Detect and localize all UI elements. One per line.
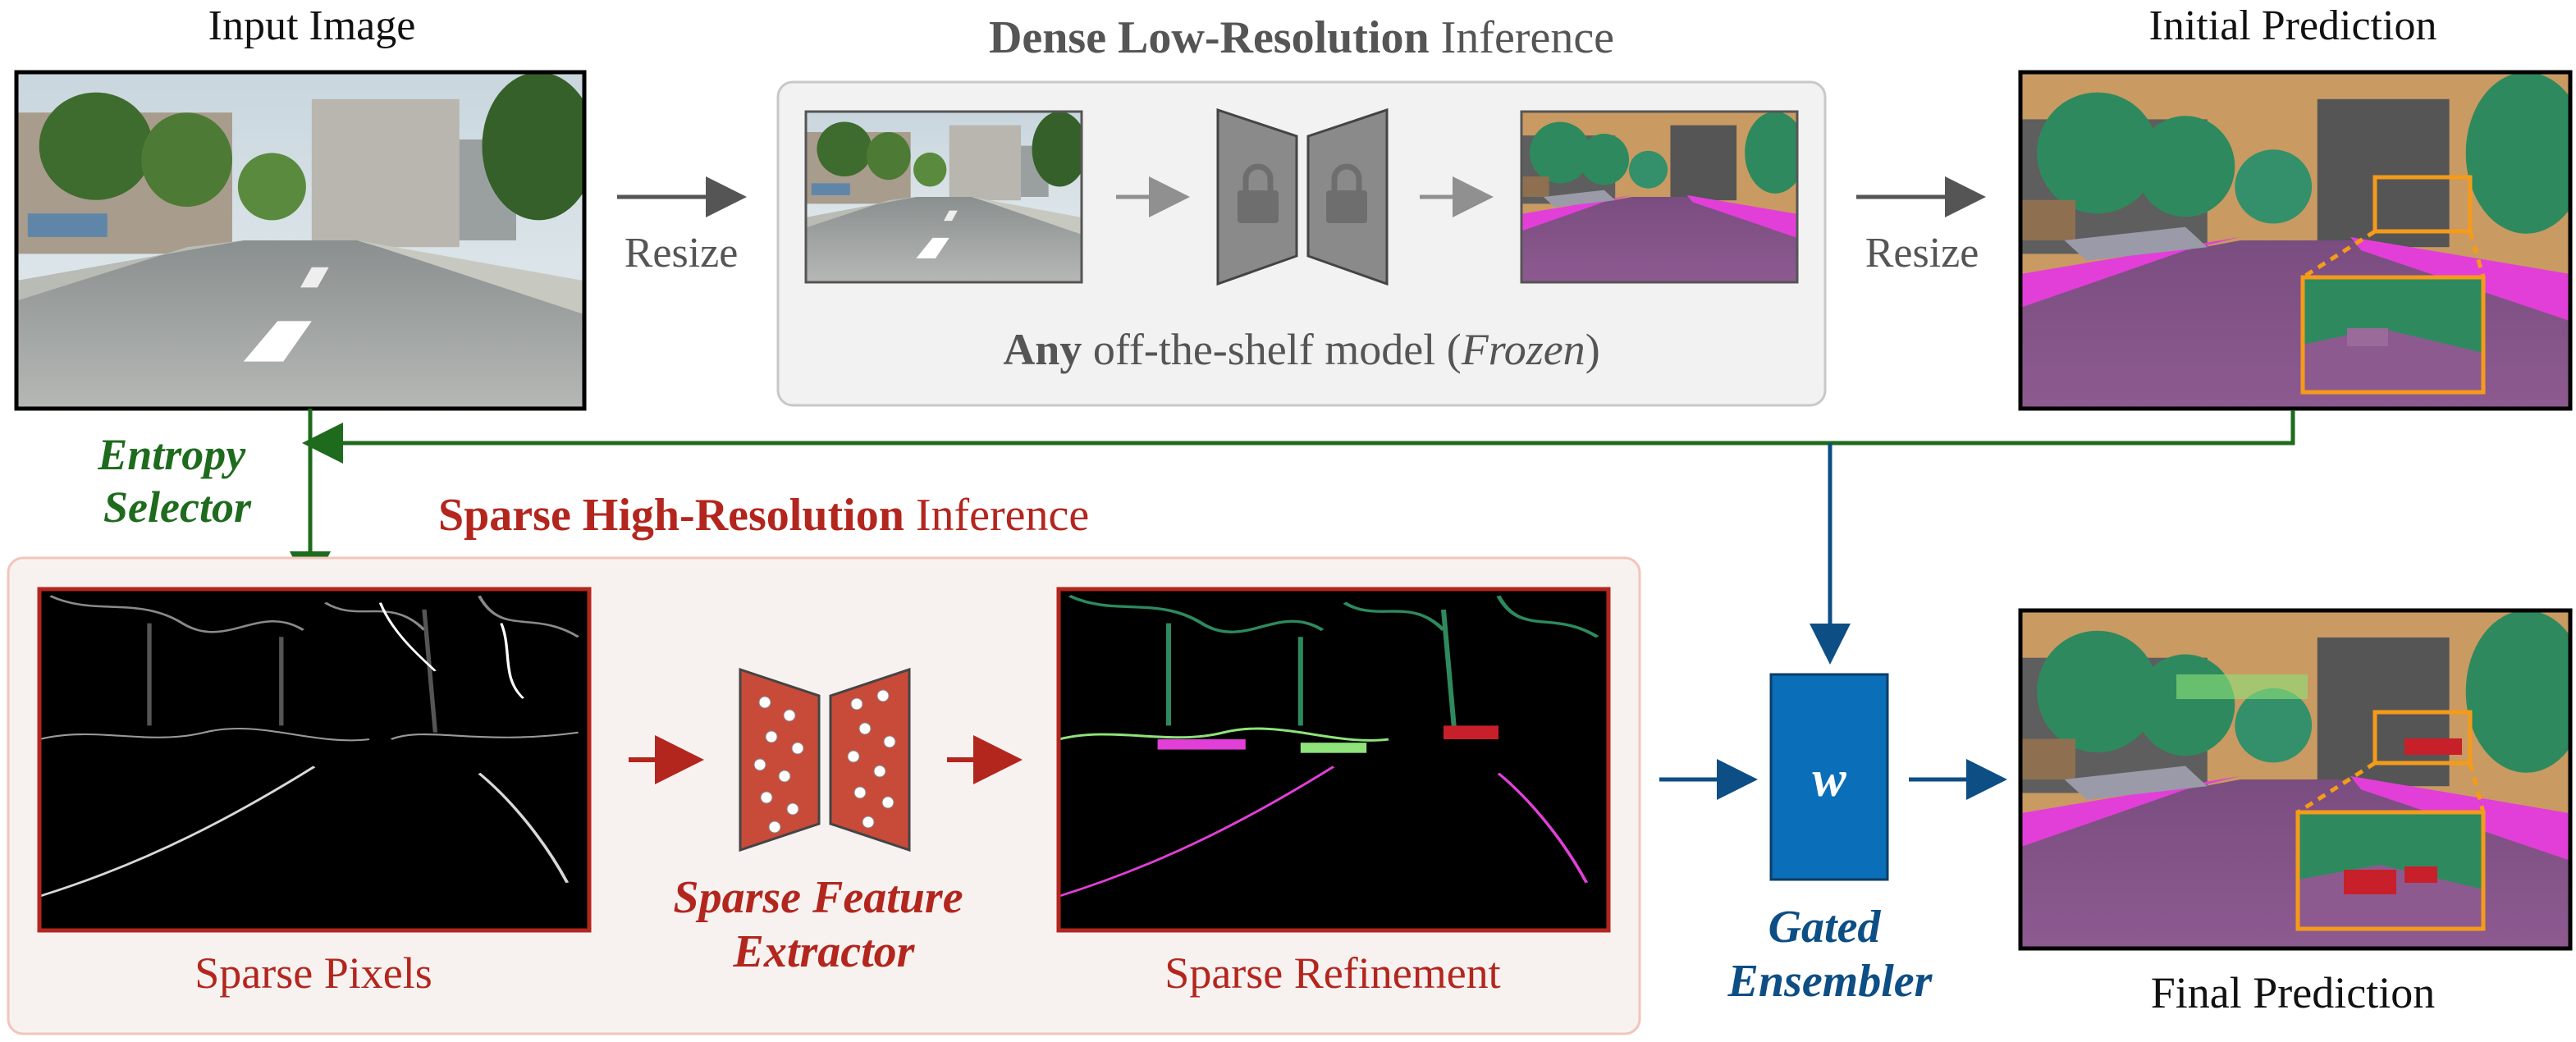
sparse-inference-title: Sparse High-Resolution Inference <box>438 490 1089 541</box>
gated-line2: Ensembler <box>1727 956 1933 1007</box>
low-res-input-image <box>804 110 1083 284</box>
sparse-feature-line2: Extractor <box>733 926 916 977</box>
sparse-pixels-label: Sparse Pixels <box>194 948 432 998</box>
gated-ensembler-box: w <box>1769 673 1889 881</box>
sparse-refinement-image <box>1056 587 1611 933</box>
zoom-region-box <box>2372 710 2473 766</box>
zoom-region-box <box>2372 175 2473 234</box>
lock-icon <box>1238 163 1279 223</box>
initial-prediction-label: Initial Prediction <box>2149 2 2437 49</box>
entropy-selector-label: Entropy Selector <box>97 430 257 532</box>
zoom-inset <box>2295 810 2486 931</box>
input-image <box>14 70 587 411</box>
off-the-shelf-caption: Any off-the-shelf model (Frozen) <box>1003 325 1599 374</box>
entropy-feedback-arrow <box>302 410 2295 464</box>
sparse-pixels-image <box>37 587 592 933</box>
zoom-inset <box>2300 275 2486 395</box>
sparse-title-rest: Inference <box>904 490 1089 541</box>
input-image-label: Input Image <box>208 2 416 49</box>
frozen-italic: Frozen <box>1461 325 1585 374</box>
any-bold: Any <box>1003 325 1082 374</box>
gated-line1: Gated <box>1768 902 1882 953</box>
frozen-model <box>1216 107 1389 286</box>
final-prediction-image <box>2018 608 2573 951</box>
initial-prediction-image <box>2018 70 2573 411</box>
sparse-feature-extractor <box>739 667 911 852</box>
dense-title-bold: Dense Low-Resolution <box>989 12 1430 63</box>
entropy-line1: Entropy <box>97 430 246 479</box>
final-prediction-label: Final Prediction <box>2151 968 2435 1017</box>
dense-inference-title: Dense Low-Resolution Inference <box>989 12 1614 63</box>
sparse-feature-extractor-label: Sparse Feature Extractor <box>673 872 974 977</box>
lock-icon <box>1326 163 1367 223</box>
sparse-refinement-label: Sparse Refinement <box>1164 948 1500 998</box>
any-rest: off-the-shelf model ( <box>1082 325 1461 374</box>
resize-label-right: Resize <box>1865 230 1979 276</box>
sparse-title-bold: Sparse High-Resolution <box>438 490 904 541</box>
sparse-feature-line1: Sparse Feature <box>673 872 963 923</box>
weight-symbol: w <box>1812 752 1846 807</box>
resize-label-left: Resize <box>625 230 739 276</box>
low-res-prediction <box>1520 110 1799 284</box>
close-paren: ) <box>1585 325 1600 374</box>
gated-ensembler-label: Gated Ensembler <box>1727 902 1933 1007</box>
dense-title-rest: Inference <box>1430 12 1614 63</box>
entropy-line2: Selector <box>103 482 252 532</box>
